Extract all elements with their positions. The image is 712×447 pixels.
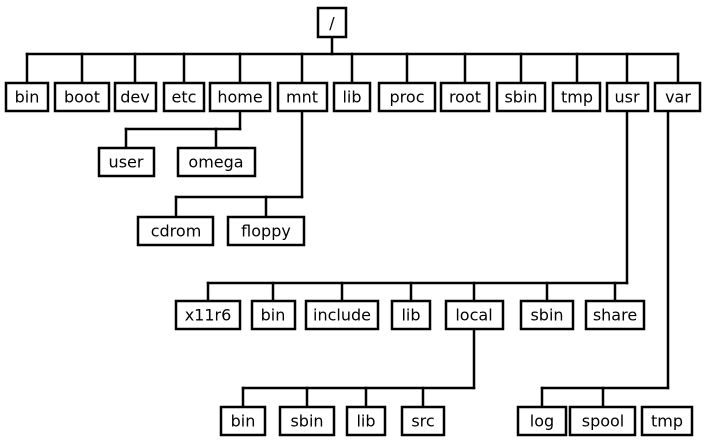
node-usr-bin: bin [250,299,297,331]
node-include: include [304,299,380,331]
node-label: floppy [241,222,291,241]
node-var: var [653,81,702,113]
node-sbin: sbin [495,81,547,113]
node-label: share [593,306,637,325]
node-label: / [329,14,335,33]
node-label: local [455,306,492,325]
node-label: omega [188,153,243,172]
node-label: proc [390,88,425,107]
node-user: user [97,146,156,178]
node-label: cdrom [151,222,202,241]
node-local-sbin: sbin [278,405,336,437]
node-label: log [530,412,554,431]
node-label: bin [261,306,286,325]
node-label: etc [172,88,197,107]
node-label: bin [231,412,256,431]
node-cdrom: cdrom [136,215,215,247]
node-omega: omega [176,146,257,178]
node-home: home [208,81,272,113]
node-label: x11r6 [185,306,232,325]
node-label: lib [356,412,375,431]
node-x11r6: x11r6 [174,299,242,331]
node-label: include [313,306,371,325]
node-root-dir: root [439,81,491,113]
node-usr-sbin: sbin [519,299,575,331]
node-bin: bin [4,81,50,113]
node-etc: etc [162,81,206,113]
node-label: mnt [286,88,318,107]
node-spool: spool [568,405,637,437]
node-local-lib: lib [345,405,387,437]
node-label: sbin [530,306,563,325]
node-proc: proc [377,81,437,113]
node-label: tmp [651,412,683,431]
node-label: home [217,88,262,107]
node-floppy: floppy [226,215,306,247]
node-var-tmp: tmp [640,405,694,437]
node-dev: dev [113,81,158,113]
node-lib: lib [332,81,372,113]
node-label: lib [342,88,361,107]
node-root: / [316,6,348,39]
node-label: boot [64,88,100,107]
node-label: src [411,412,434,431]
node-usr-lib: lib [390,299,432,331]
node-label: dev [120,88,149,107]
node-label: bin [15,88,40,107]
node-label: spool [582,412,625,431]
node-label: usr [614,88,639,107]
node-local-bin: bin [219,405,267,437]
node-src: src [400,405,446,437]
node-label: lib [401,306,420,325]
node-log: log [516,405,568,437]
node-label: sbin [290,412,323,431]
node-label: root [449,88,481,107]
tree-connectors [25,36,680,409]
node-label: tmp [561,88,593,107]
node-usr: usr [605,81,650,113]
node-label: sbin [504,88,537,107]
node-tmp: tmp [551,81,602,113]
node-mnt: mnt [276,81,329,113]
node-boot: boot [53,81,111,113]
node-label: var [665,88,691,107]
node-share: share [584,299,646,331]
node-local: local [444,299,505,331]
node-label: user [109,153,144,172]
